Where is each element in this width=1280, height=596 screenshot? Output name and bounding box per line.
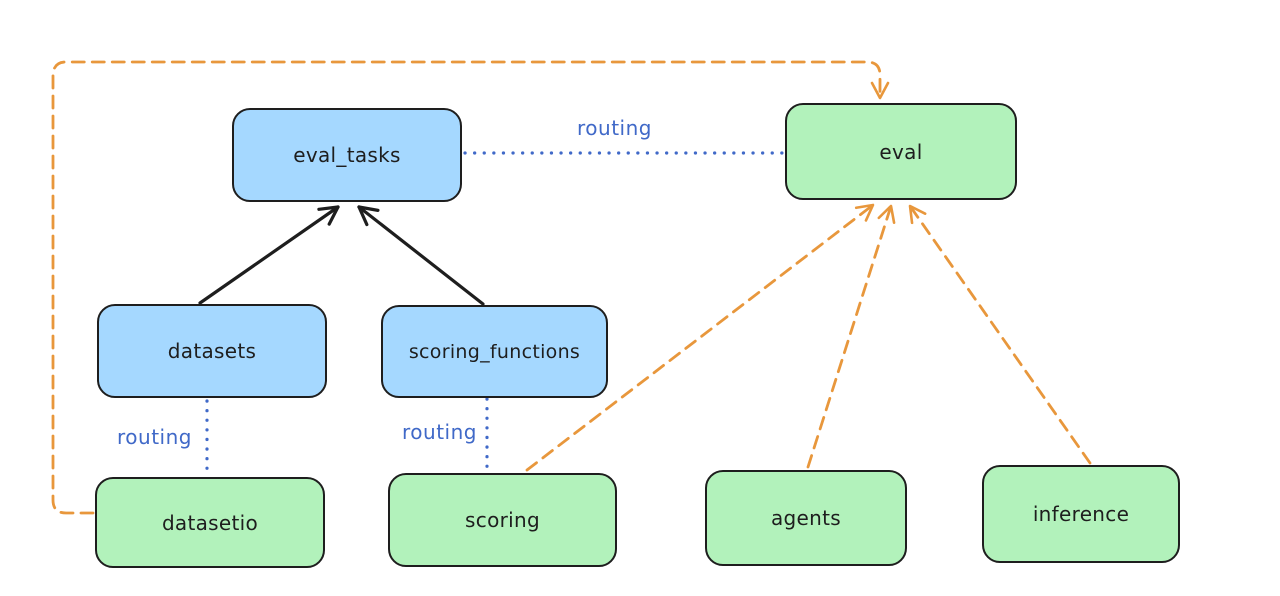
node-eval-tasks: eval_tasks <box>232 108 462 202</box>
edge-label-routing-scoringfns-scoring: routing <box>402 420 477 444</box>
node-scoring: scoring <box>388 473 617 567</box>
edge-datasets-to-eval_tasks <box>198 205 340 305</box>
node-inference: inference <box>982 465 1180 563</box>
node-eval: eval <box>785 103 1017 200</box>
edge-label-routing-datasets-datasetio: routing <box>117 425 192 449</box>
node-datasetio: datasetio <box>95 477 325 568</box>
node-scoring-functions: scoring_functions <box>381 305 608 398</box>
edge-label-routing-eval_tasks-eval: routing <box>577 116 652 140</box>
edge-scoring_functions-to-eval_tasks <box>357 205 485 306</box>
node-datasets: datasets <box>97 304 327 398</box>
node-agents: agents <box>705 470 907 566</box>
edge-inference-to-eval <box>908 204 1092 465</box>
edge-agents-to-eval <box>806 204 896 469</box>
